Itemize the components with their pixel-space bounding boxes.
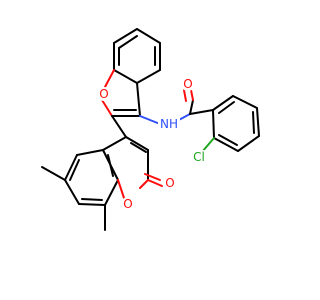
atom-o-ring: O	[121, 197, 135, 211]
atom-label-o-furan: O	[99, 87, 108, 101]
atom-o-carbonyl: O	[163, 176, 177, 190]
atom-label-o-amide: O	[183, 77, 192, 91]
atom-nh: NH	[158, 117, 180, 131]
benzofuran-furan-ring	[101, 69, 141, 117]
atom-label-cl: Cl	[193, 150, 205, 164]
benzofuran-benzene-ring	[113, 28, 161, 84]
structure-diagram: O NH O Cl O O	[41, 28, 260, 231]
atom-o-furan: O	[97, 87, 111, 101]
atom-label-o-ring: O	[123, 197, 132, 211]
chlorophenyl-ring	[201, 95, 260, 153]
atom-label-nh: NH	[160, 117, 178, 131]
chromenone-benzo-ring	[64, 149, 119, 206]
atom-label-o-carbonyl: O	[165, 176, 174, 190]
biaryl-bond	[111, 115, 127, 138]
methyl-bond-upper	[41, 166, 66, 181]
atom-o-amide: O	[181, 77, 195, 91]
atom-cl: Cl	[189, 150, 209, 164]
